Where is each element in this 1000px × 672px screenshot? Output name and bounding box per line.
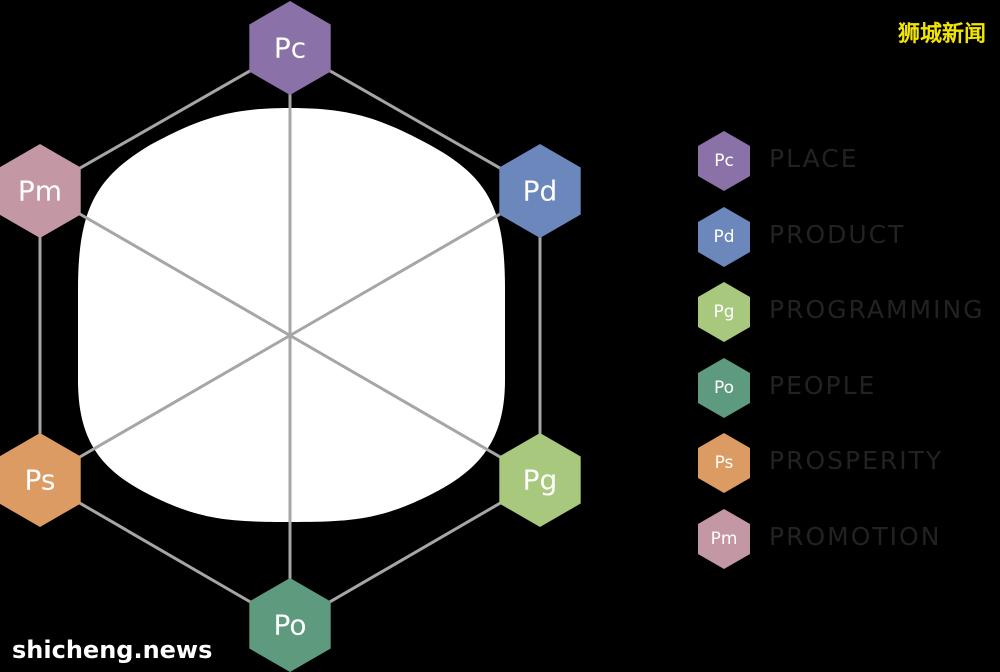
node-pg-label: Pg [523, 464, 558, 497]
legend-hexagon-pg: Pg [698, 282, 750, 343]
legend-hexagon-pd: Pd [698, 206, 750, 267]
node-po-label: Po [273, 609, 306, 642]
legend-abbr-pm: Pm [711, 529, 738, 549]
legend-abbr-pg: Pg [713, 302, 734, 322]
legend-label-pm: PROMOTION [769, 522, 942, 551]
legend-item-pm: Pm PROMOTION [696, 508, 1000, 570]
node-ps-label: Ps [25, 464, 56, 497]
node-pg: Pg [499, 433, 581, 527]
node-pg-hexagon [499, 433, 581, 527]
node-pd: Pd [499, 144, 581, 238]
node-po: Po [249, 578, 331, 672]
legend-hexagon-po-shape [698, 357, 750, 418]
node-ps-hexagon [0, 433, 81, 527]
legend-hexagon-pm-shape [698, 509, 750, 569]
legend-hexagon-ps: Ps [698, 433, 750, 494]
legend-item-pc: Pc PLACE [696, 130, 1000, 192]
node-pd-hexagon [499, 144, 581, 238]
legend-abbr-pc: Pc [714, 151, 734, 171]
legend-label-pd: PRODUCT [769, 219, 906, 249]
node-pc-label: Pc [274, 32, 306, 65]
node-pm-hexagon [0, 144, 81, 238]
watermark-bottom-left: shicheng.news [12, 636, 213, 664]
node-pm: Pm [0, 144, 81, 238]
legend-label-po: PEOPLE [769, 370, 877, 400]
node-pd-label: Pd [523, 175, 558, 208]
legend-abbr-ps: Ps [715, 453, 734, 473]
legend-hexagon-pg-shape [698, 282, 750, 343]
legend-label-ps: PROSPERITY [769, 446, 944, 476]
node-po-hexagon [249, 578, 331, 672]
watermark-top-right: 狮城新闻 [897, 22, 986, 47]
node-pc: Pc [249, 1, 331, 95]
legend-abbr-po: Po [714, 378, 734, 398]
legend-label-pg: PROGRAMMING [769, 295, 985, 325]
legend-hexagon-ps-shape [698, 433, 750, 494]
legend-item-pd: Pd PRODUCT [696, 206, 1000, 268]
node-pc-hexagon [249, 1, 331, 95]
node-pm-label: Pm [18, 175, 62, 208]
legend-item-po: Po PEOPLE [696, 357, 1000, 419]
spoke-line-3 [39, 189, 541, 482]
legend-hexagon-po: Po [698, 357, 750, 418]
legend-hexagon-pm: Pm [698, 509, 750, 569]
spoke-lines [39, 48, 541, 625]
node-ps: Ps [0, 433, 81, 527]
legend-label-pc: PLACE [769, 144, 859, 173]
legend-hexagon-pc-shape [698, 131, 750, 191]
legend-hexagon-pd-shape [698, 206, 750, 267]
legend-abbr-pd: Pd [713, 227, 734, 247]
legend-item-ps: Ps PROSPERITY [696, 432, 1000, 494]
legend-hexagon-pc: Pc [698, 131, 750, 191]
legend-item-pg: Pg PROGRAMMING [696, 281, 1000, 343]
